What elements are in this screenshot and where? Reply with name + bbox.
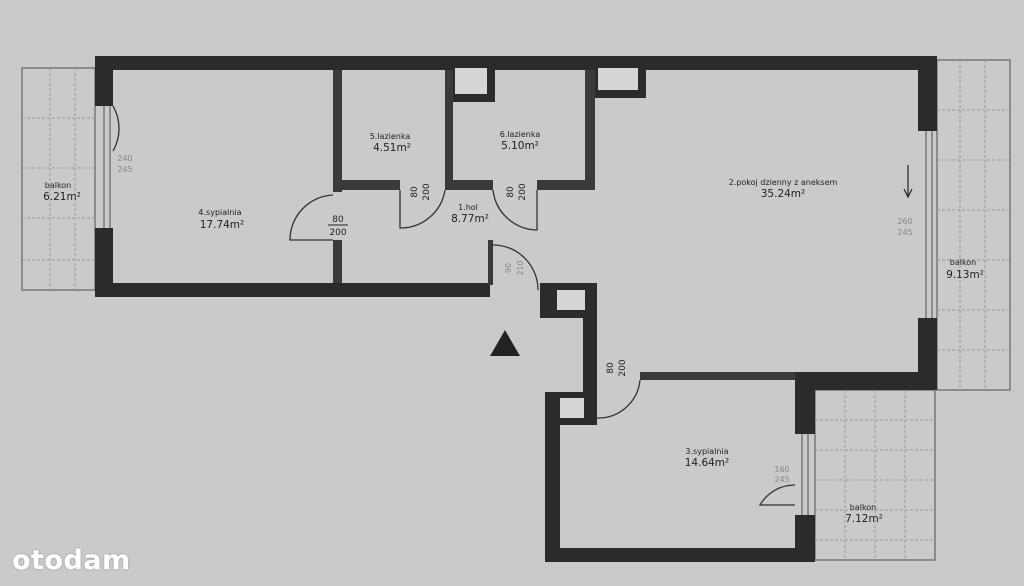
room-3-name: 3.sypialnia	[685, 447, 728, 456]
room-6-area: 5.10m²	[501, 140, 539, 152]
entrance-door-height: 210	[516, 260, 525, 275]
doors	[103, 105, 933, 515]
balcony-right-area: 9.13m²	[946, 269, 984, 281]
otodam-logo: otodam	[12, 545, 131, 576]
room-3-area: 14.64m²	[685, 457, 730, 469]
room-4-name: 4.sypialnia	[198, 208, 241, 217]
balcony-left-area: 6.21m²	[43, 191, 81, 203]
door-height: 200	[618, 359, 628, 376]
walls	[95, 56, 937, 562]
door-width: 80	[410, 186, 420, 198]
entrance-door-width: 90	[504, 263, 513, 273]
room-2-area: 35.24m²	[761, 188, 806, 200]
room-4-area: 17.74m²	[200, 219, 245, 231]
door-width: 80	[606, 362, 616, 374]
door-height: 200	[422, 183, 432, 200]
window-dim: 245	[117, 165, 132, 174]
door-width: 80	[506, 186, 516, 198]
window-dim: 240	[117, 154, 132, 163]
window-dim: 160	[774, 465, 789, 474]
room-1-area: 8.77m²	[451, 213, 489, 225]
balcony-left-name: balkon	[45, 181, 72, 190]
room-1-name: 1.hol	[458, 203, 478, 212]
room-2-name: 2.pokoj dzienny z aneksem	[729, 178, 838, 187]
door-height: 200	[518, 183, 528, 200]
room-6-name: 6.lazienka	[500, 130, 541, 139]
balcony-bottom-area: 7.12m²	[845, 513, 883, 525]
room-5-name: 5.lazienka	[370, 132, 411, 141]
door-height: 200	[329, 228, 346, 238]
balcony-left	[21, 67, 96, 291]
room-5-area: 4.51m²	[373, 142, 411, 154]
window-dim: 260	[897, 217, 912, 226]
window-dim: 245	[774, 475, 789, 484]
door-width: 80	[332, 215, 344, 225]
window-dim: 245	[897, 228, 912, 237]
entrance-triangle-icon	[490, 330, 520, 356]
balcony-right-name: balkon	[950, 258, 977, 267]
balcony-bottom-name: balkon	[850, 503, 877, 512]
arrow-icon	[903, 165, 913, 199]
balcony-right	[936, 59, 1011, 391]
